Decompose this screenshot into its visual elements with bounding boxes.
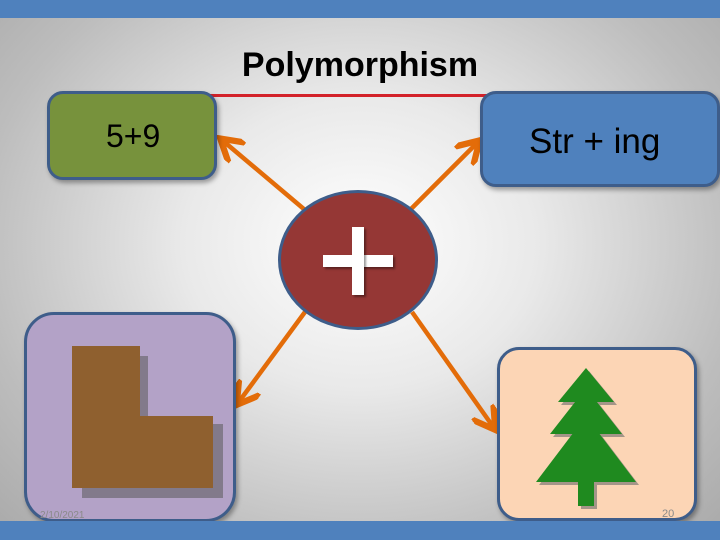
arrow-to-string	[408, 142, 478, 212]
tree-box	[497, 347, 697, 521]
string-concat-box: Str + ing	[480, 91, 720, 187]
title-underline	[60, 94, 666, 97]
page-number: 20	[662, 508, 675, 520]
int-addition-label: 5+9	[106, 118, 161, 154]
l-shape-icon	[72, 346, 223, 498]
plus-operator-circle	[278, 190, 438, 330]
arrow-to-tree	[410, 310, 494, 428]
slide-title: Polymorphism	[241, 46, 479, 84]
int-addition-box: 5+9	[47, 91, 217, 180]
footer-date: 2/10/2021	[40, 510, 85, 521]
arrow-to-shape	[238, 310, 307, 403]
arrow-to-int	[222, 140, 307, 212]
shape-union-box	[24, 312, 236, 522]
bottom-theme-bar	[0, 521, 720, 540]
string-concat-label: Str + ing	[529, 122, 661, 161]
tree-icon	[536, 368, 639, 509]
plus-icon-vertical	[352, 227, 364, 295]
top-theme-bar	[0, 0, 720, 18]
